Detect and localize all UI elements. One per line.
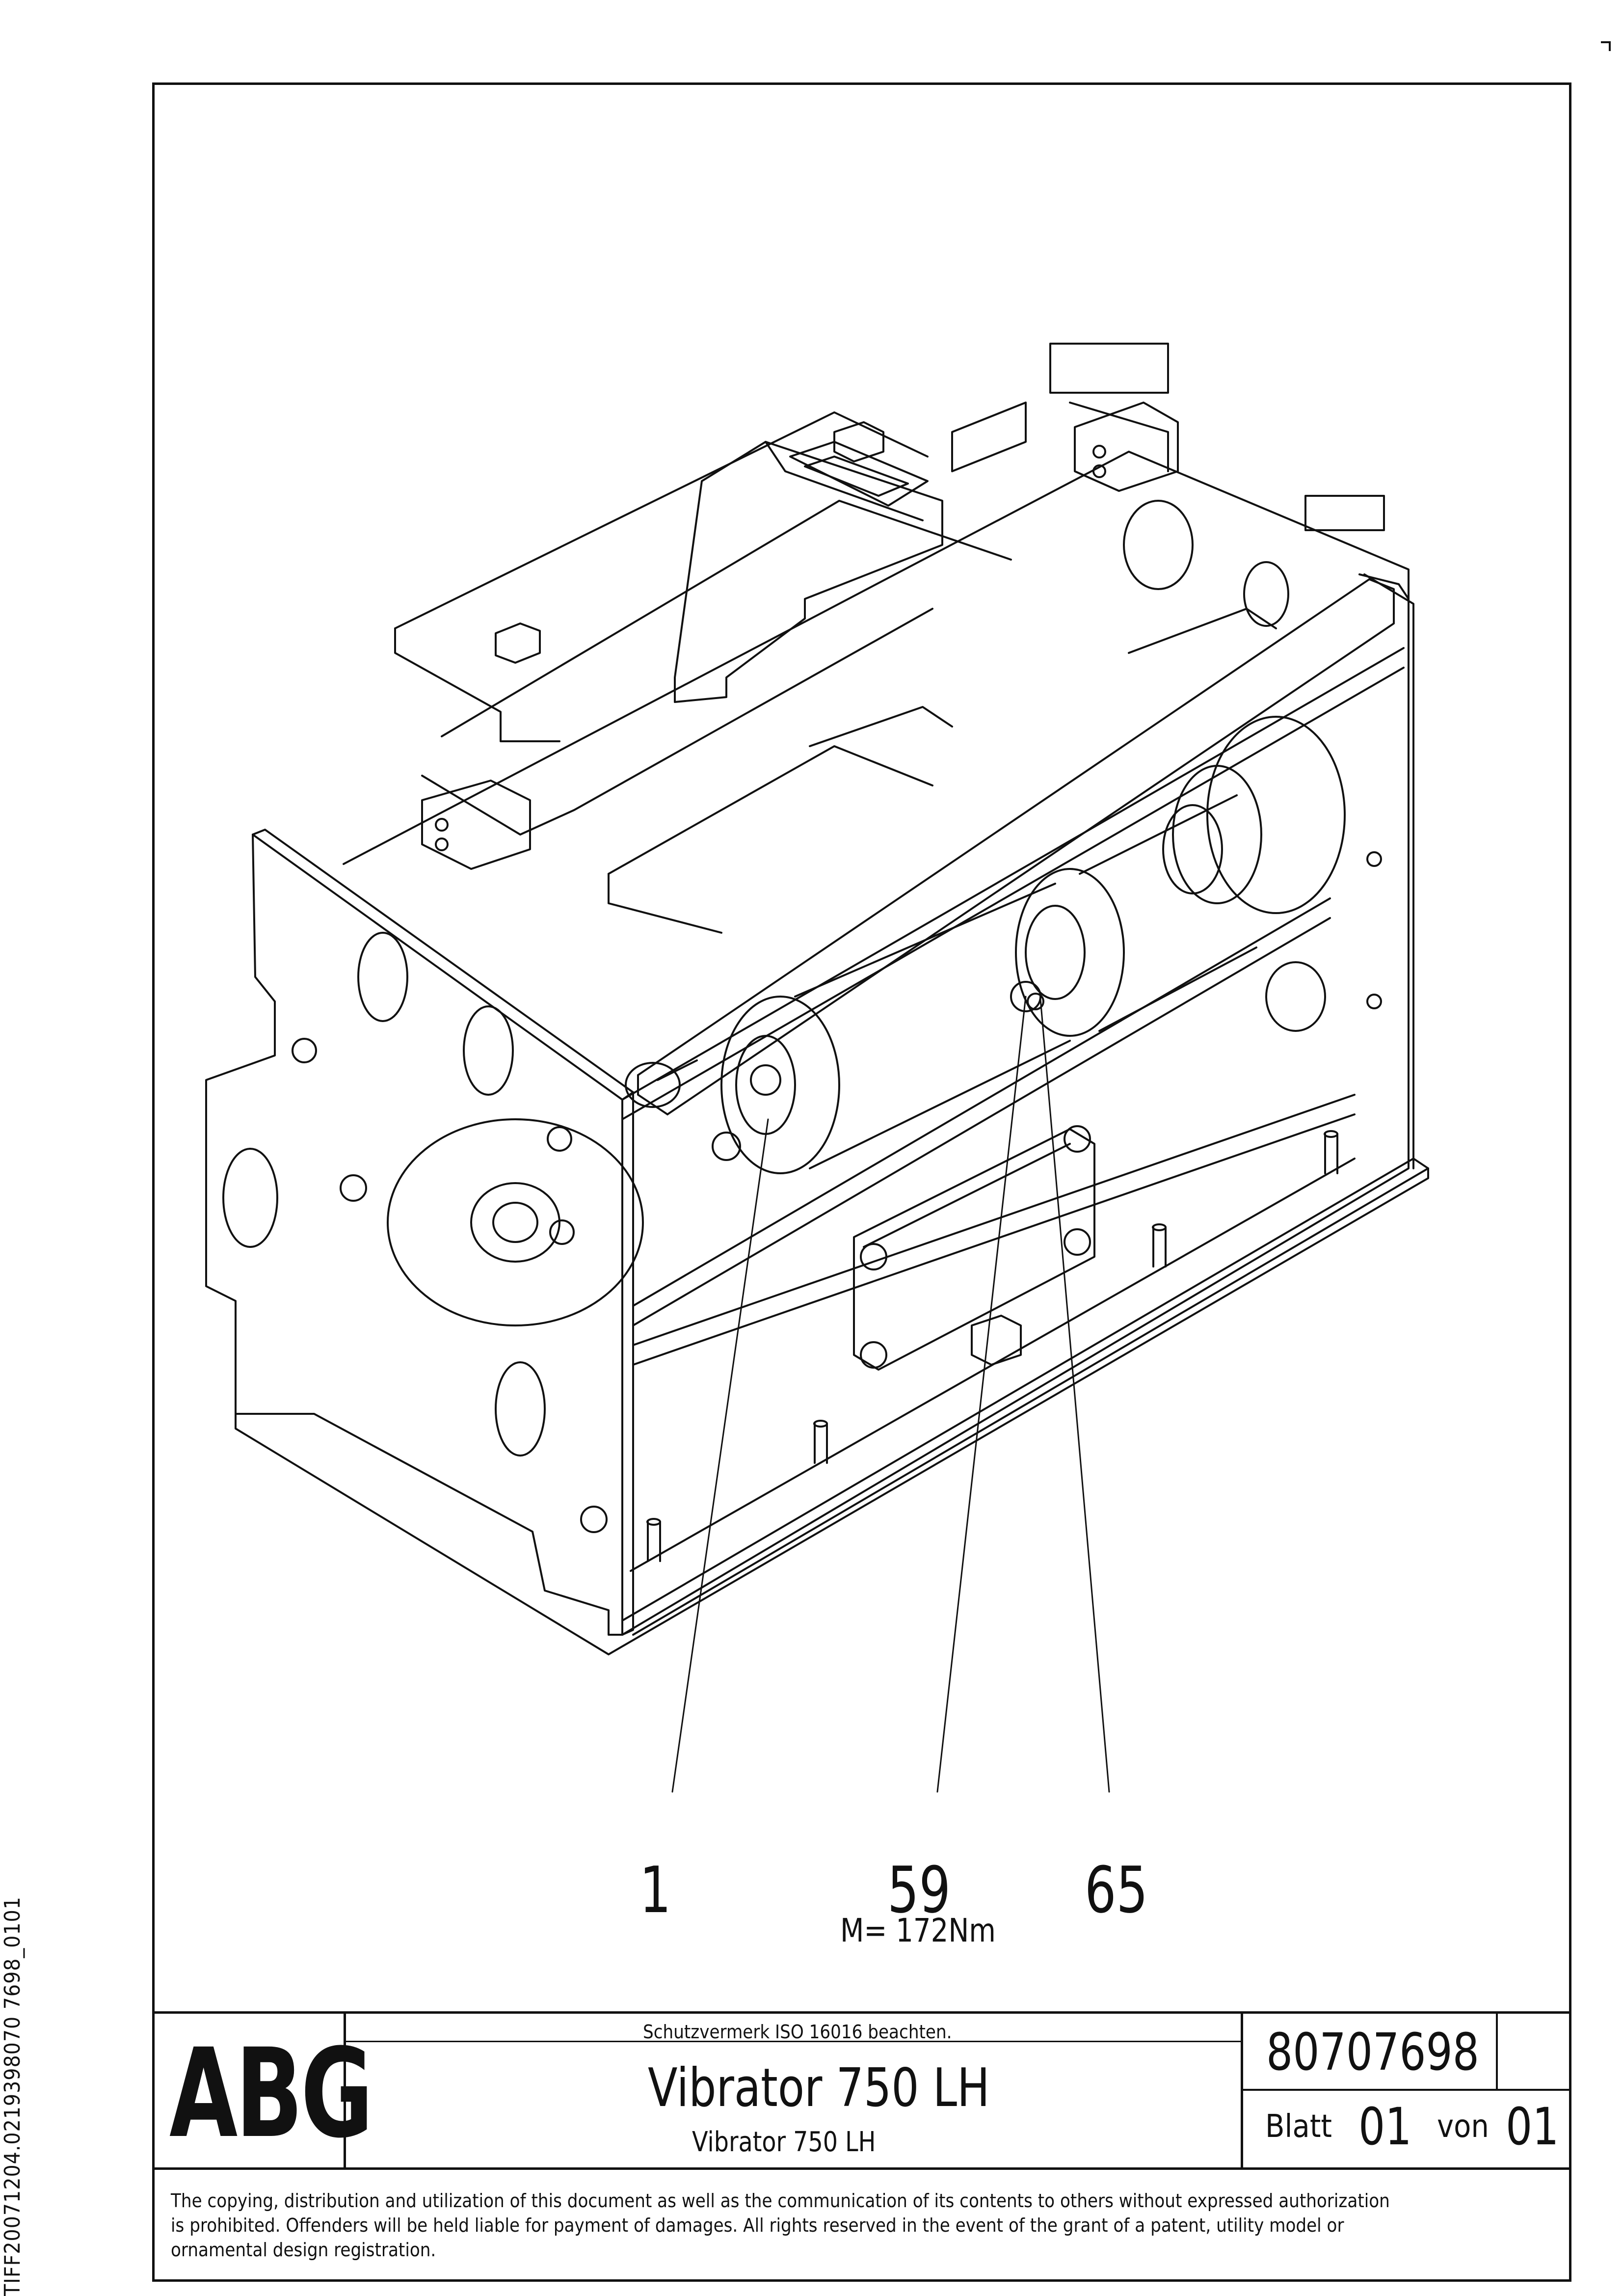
revision-divider — [1496, 2011, 1498, 2090]
drawing-frame — [152, 82, 1571, 2282]
left-end-plate — [205, 829, 644, 1636]
bottom-pins — [646, 1130, 1338, 1562]
corner-mark — [1601, 41, 1611, 51]
callout-item-1: 1 — [639, 1853, 671, 1927]
top-bolts — [495, 421, 884, 664]
front-rail — [625, 578, 1395, 1115]
leader-line-59 — [936, 996, 1027, 1793]
callout-item-59: 59 — [887, 1853, 951, 1927]
torque-spec: M= 172Nm — [840, 1912, 996, 1949]
leader-line-65 — [1039, 998, 1110, 1793]
sheet-divider — [1241, 2089, 1571, 2091]
sheet-label: Blatt — [1265, 2108, 1332, 2145]
title-block-top-line — [152, 2011, 1571, 2014]
drawing-subtitle: Vibrator 750 LH — [692, 2126, 876, 2158]
right-side-plate — [1123, 500, 1414, 1169]
abg-logo: ABG — [169, 2022, 373, 2165]
legal-line-2: is prohibited. Offenders will be held li… — [171, 2215, 1344, 2236]
total-sheets: 01 — [1506, 2097, 1559, 2157]
callout-item-65: 65 — [1085, 1853, 1148, 1927]
legal-line-1: The copying, distribution and utilizatio… — [171, 2190, 1390, 2212]
of-label: von — [1437, 2108, 1489, 2145]
vibrator-shaft — [712, 716, 1346, 1174]
upper-plates — [394, 343, 1385, 934]
document-number: 80707698 — [1266, 2022, 1480, 2082]
note-divider — [344, 2041, 1242, 2042]
side-brackets — [421, 402, 1179, 870]
legal-line-3: ornamental design registration. — [171, 2239, 436, 2261]
legal-notice: The copying, distribution and utilizatio… — [171, 2188, 1545, 2262]
frame-box — [235, 451, 1429, 1655]
lifting-bracket — [674, 441, 943, 703]
copyright-note: Schutzvermerk ISO 16016 beachten. — [643, 2021, 952, 2043]
cover-plate — [853, 1125, 1095, 1371]
title-block-bottom-line — [152, 2167, 1571, 2170]
leader-line-1 — [671, 1118, 769, 1793]
sheet-number: 01 — [1358, 2097, 1412, 2157]
logo-divider — [344, 2011, 346, 2168]
drawing-title: Vibrator 750 LH — [648, 2057, 990, 2119]
leader-lines — [671, 996, 1110, 1793]
